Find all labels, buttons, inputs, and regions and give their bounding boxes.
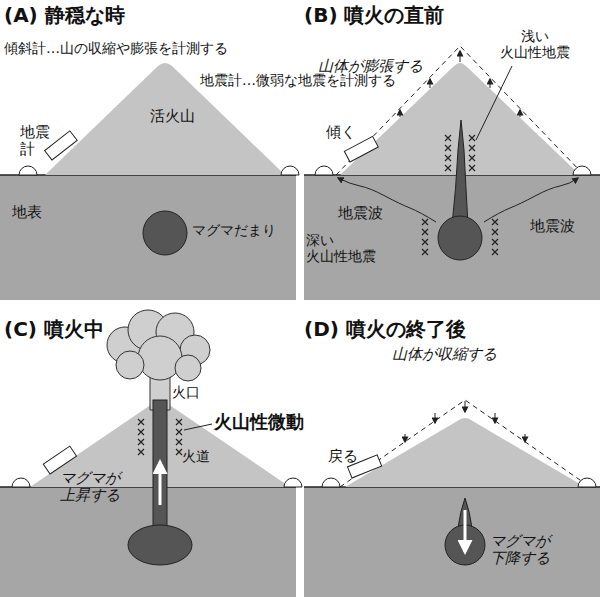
annotation-label: 深い 火山性地震 — [306, 232, 376, 264]
earthquake-mark — [176, 429, 182, 435]
earthquake-mark — [176, 449, 182, 455]
earthquake-mark — [469, 145, 475, 151]
arrow — [495, 413, 496, 423]
ground — [0, 487, 296, 597]
earthquake-mark — [138, 419, 144, 425]
earthquake-mark — [445, 155, 451, 161]
arrow — [405, 434, 406, 442]
annotation-label: 浅い 火山性地震 — [500, 28, 570, 60]
earthquake-mark — [445, 145, 451, 151]
annotation-label: 地震波 — [530, 218, 575, 235]
seismometer — [284, 478, 302, 487]
annotation-label: 戻る — [328, 448, 358, 465]
earthquake-marks — [138, 135, 498, 455]
earthquake-mark — [445, 165, 451, 171]
annotation-label: マグマが 下降する — [490, 533, 550, 568]
descend-arrow — [464, 510, 467, 552]
plume-puff — [175, 355, 201, 381]
arrow — [525, 434, 526, 442]
leader-line — [476, 66, 512, 140]
magma-chamber — [143, 211, 187, 255]
rise-arrow — [159, 462, 162, 505]
earthquake-mark — [138, 449, 144, 455]
arrow — [435, 413, 436, 423]
annotation-label: 活火山 — [150, 108, 195, 125]
dike — [452, 120, 468, 225]
ground — [0, 175, 296, 300]
earthquake-mark — [138, 439, 144, 445]
annotation-label: マグマだまり — [192, 222, 276, 238]
ground — [304, 487, 600, 597]
earthquake-mark — [492, 249, 498, 255]
eruption-plume — [107, 310, 210, 410]
annotation-label: 傾く — [326, 124, 356, 141]
earthquake-mark — [176, 439, 182, 445]
seismometer — [19, 166, 37, 175]
earthquake-mark — [469, 155, 475, 161]
earthquake-mark — [422, 249, 428, 255]
seismic-wave — [338, 178, 436, 222]
annotation-label: 地震計 — [20, 124, 50, 157]
mountain — [345, 418, 585, 487]
annotation-label: 地表 — [12, 204, 42, 221]
panel-heading: (B) 噴火の直前 — [304, 4, 445, 27]
panel-heading: (A) 静穏な時 — [4, 4, 125, 27]
earthquake-mark — [469, 165, 475, 171]
earthquake-mark — [445, 135, 451, 141]
seismometer — [578, 478, 596, 487]
earthquake-mark — [492, 239, 498, 245]
seismometer — [322, 478, 340, 487]
seismometer — [315, 166, 333, 175]
previous-outline — [340, 400, 590, 487]
annotation-label: 山体が膨張する — [318, 58, 423, 75]
annotation-label: 山体が収縮する — [392, 346, 497, 363]
annotation-label: 火道 — [182, 448, 210, 464]
seismometer — [12, 478, 30, 487]
annotation-label: 地震波 — [338, 205, 383, 222]
contraction-arrows — [405, 401, 525, 442]
arrow — [400, 110, 401, 117]
annotation-label: 火口 — [172, 384, 200, 400]
earthquake-mark — [422, 239, 428, 245]
panel-heading: (C) 噴火中 — [4, 318, 104, 341]
magma-chamber — [438, 216, 482, 260]
earthquake-mark — [469, 135, 475, 141]
annotation-label: マグマが 上昇する — [60, 470, 120, 505]
arrow — [520, 110, 521, 117]
magma-chamber — [128, 525, 192, 565]
earthquake-mark — [492, 229, 498, 235]
leader-line — [184, 424, 212, 430]
arrow — [430, 79, 431, 88]
plume-puff — [116, 351, 144, 379]
ground — [304, 175, 600, 300]
plume-puff — [138, 336, 182, 380]
seismometer — [573, 166, 591, 175]
arrow — [465, 401, 466, 412]
seismic-wave — [484, 178, 578, 222]
conduit — [153, 400, 167, 532]
earthquake-mark — [138, 429, 144, 435]
earthquake-mark — [492, 219, 498, 225]
arrow — [460, 51, 461, 62]
earthquake-mark — [422, 229, 428, 235]
seismometer — [281, 166, 299, 175]
earthquake-mark — [176, 419, 182, 425]
arrow — [490, 79, 491, 88]
earthquake-mark — [422, 219, 428, 225]
annotation-label: 傾斜計…山の収縮や膨張を計測する — [4, 40, 228, 56]
annotation-label: 火山性微動 — [214, 412, 304, 433]
panel-heading: (D) 噴火の終了後 — [304, 318, 466, 341]
